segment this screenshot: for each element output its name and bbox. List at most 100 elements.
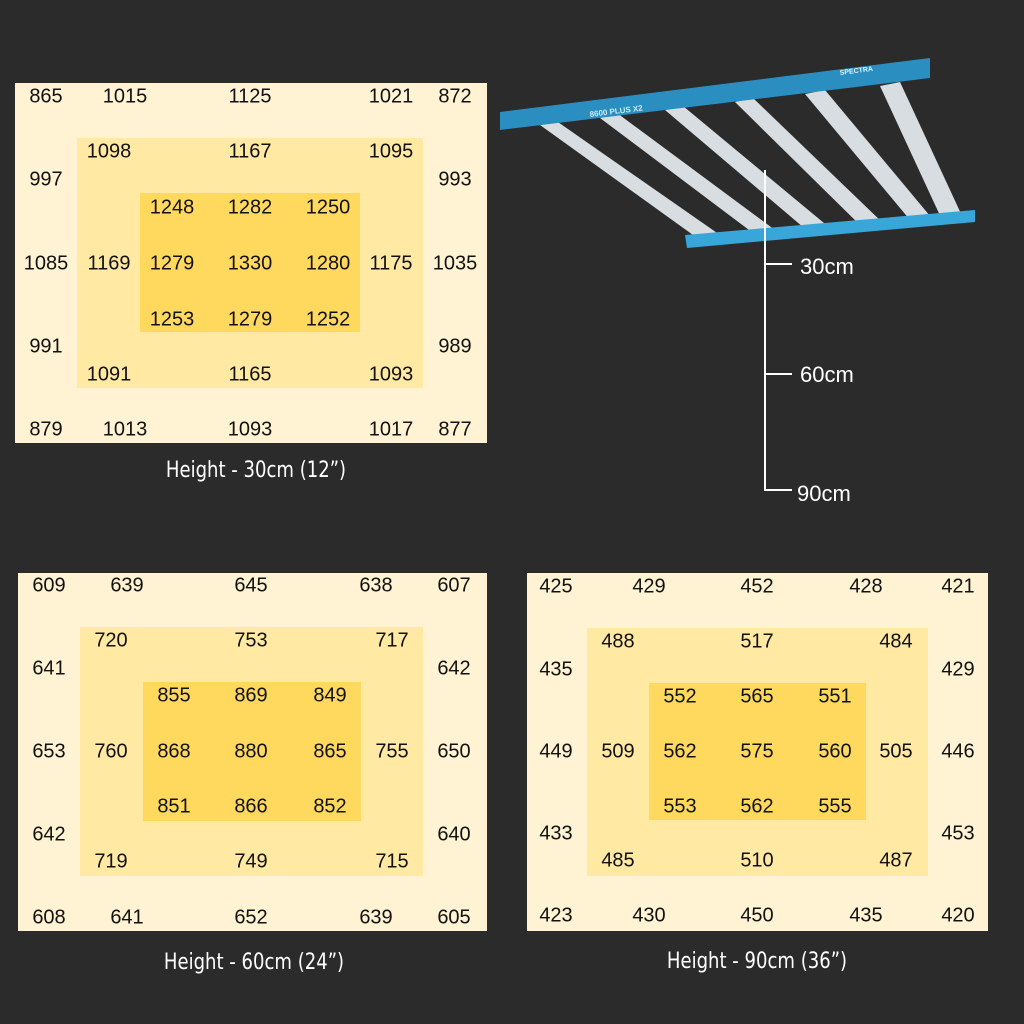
ppfd-value: 640 [437,823,471,846]
ppfd-value: 991 [29,335,63,358]
ppfd-value: 879 [29,418,63,441]
ppfd-value: 421 [941,575,975,598]
ppfd-value: 1279 [149,252,195,275]
ppfd-value: 989 [438,335,472,358]
ppfd-value: 450 [740,904,774,927]
ppfd-value: 1169 [87,252,131,275]
height-scale-line [764,170,766,490]
scale-tick-60 [764,373,792,375]
ppfd-value: 760 [94,740,128,763]
ppfd-value: 552 [663,685,697,708]
ppfd-value: 562 [740,795,774,818]
ppfd-value: 1165 [228,363,272,386]
ppfd-value: 1091 [86,363,132,386]
scale-tick-90 [764,489,792,491]
scale-tick-30 [764,263,792,265]
ppfd-value: 720 [94,629,128,652]
ppfd-value: 639 [110,574,144,597]
ppfd-value: 641 [32,657,66,680]
ppfd-value: 1085 [23,252,69,275]
ppfd-value: 653 [32,740,66,763]
ppfd-value: 1280 [305,252,351,275]
ppfd-value: 1279 [227,308,273,331]
ppfd-value: 852 [313,795,347,818]
ppfd-value: 1093 [368,363,414,386]
ppfd-value: 866 [234,795,268,818]
ppfd-value: 420 [941,904,975,927]
ppfd-value: 487 [879,849,913,872]
ppfd-value: 1175 [369,252,413,275]
ppfd-value: 638 [359,574,393,597]
ppfd-value: 505 [879,740,913,763]
ppfd-value: 485 [601,849,635,872]
ppfd-value: 652 [234,906,268,929]
ppfd-value: 488 [601,630,635,653]
ppfd-value: 1250 [305,196,351,219]
ppfd-value: 877 [438,418,472,441]
ppfd-value: 562 [663,740,697,763]
ppfd-value: 429 [632,575,666,598]
ppfd-value: 868 [157,740,191,763]
ppfd-value: 719 [94,850,128,873]
map-caption: Height - 60cm (24”) [163,950,345,975]
ppfd-value: 1015 [102,85,148,108]
ppfd-value: 645 [234,574,268,597]
ppfd-value: 449 [539,740,573,763]
ppfd-value: 753 [234,629,268,652]
ppfd-value: 575 [740,740,774,763]
map-caption: Height - 30cm (12”) [165,458,347,483]
brand-logo: SPECTRA [839,66,873,77]
ppfd-value: 869 [234,684,268,707]
ppfd-value: 609 [32,574,66,597]
ppfd-value: 880 [234,740,268,763]
ppfd-value: 551 [818,685,852,708]
ppfd-value: 1035 [432,252,478,275]
scale-label-30cm: 30cm [800,254,854,279]
ppfd-value: 1330 [227,252,273,275]
ppfd-value: 997 [29,168,63,191]
ppfd-value: 452 [740,575,774,598]
ppfd-value: 849 [313,684,347,707]
ppfd-value: 755 [375,740,409,763]
ppfd-value: 446 [941,740,975,763]
ppfd-value: 865 [313,740,347,763]
scale-label-90cm: 90cm [797,481,851,506]
map-caption: Height - 90cm (36”) [666,949,848,974]
ppfd-value: 608 [32,906,66,929]
ppfd-value: 1125 [228,85,272,108]
ppfd-value: 855 [157,684,191,707]
ppfd-value: 1093 [227,418,273,441]
ppfd-value: 717 [375,629,409,652]
ppfd-value: 510 [740,849,774,872]
ppfd-value: 1017 [368,418,414,441]
ppfd-value: 433 [539,822,573,845]
ppfd-value: 425 [539,575,573,598]
ppfd-value: 872 [438,85,472,108]
ppfd-value: 1282 [227,196,273,219]
ppfd-value: 1248 [149,196,195,219]
ppfd-value: 555 [818,795,852,818]
top-rail [500,58,930,130]
ppfd-value: 641 [110,906,144,929]
light-bars [540,82,963,240]
ppfd-value: 423 [539,904,573,927]
ppfd-value: 639 [359,906,393,929]
ppfd-map-inner-zone [143,682,361,821]
led-grow-light-fixture-image: 8600 PLUS X2 SPECTRA [500,58,975,248]
ppfd-value: 553 [663,795,697,818]
ppfd-value: 429 [941,658,975,681]
ppfd-value: 1253 [149,308,195,331]
ppfd-value: 1013 [102,418,148,441]
ppfd-value: 428 [849,575,883,598]
ppfd-value: 565 [740,685,774,708]
ppfd-value: 430 [632,904,666,927]
ppfd-value: 642 [437,657,471,680]
ppfd-value: 1252 [305,308,351,331]
ppfd-value: 509 [601,740,635,763]
ppfd-value: 1167 [228,140,272,163]
ppfd-value: 749 [234,850,268,873]
ppfd-value: 1095 [368,140,414,163]
ppfd-map-inner-zone [649,683,866,820]
ppfd-value: 605 [437,906,471,929]
ppfd-value: 517 [740,630,774,653]
